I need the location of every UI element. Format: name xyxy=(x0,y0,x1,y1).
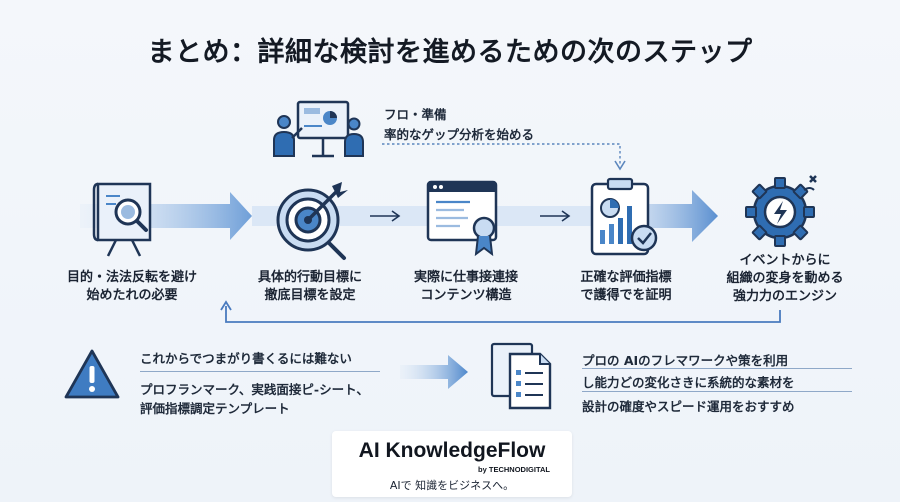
warning-text-line-1: プロフランマーク、実践面接ピ-シート、 xyxy=(140,382,369,397)
brand-company: by TECHNODIGITAL xyxy=(478,465,550,474)
warning-icon xyxy=(64,349,120,399)
warning-divider xyxy=(140,371,380,372)
brand-tagline: AIで 知識をビジネスへ。 xyxy=(389,479,515,492)
meeting-presentation-icon xyxy=(273,100,364,158)
brand-name: AI KnowledgeFlow xyxy=(358,439,546,462)
callout-connector xyxy=(382,143,626,171)
step-3-label: 実際に仕事接連接 コンテンツ構造 xyxy=(413,270,518,303)
recommendation-line-3: 設計の確度やスピード運用をおすすめ xyxy=(582,399,795,414)
presentation-magnifier-icon xyxy=(92,182,152,257)
page-title: まとめ：詳細な検討を進めるための次のステップ xyxy=(147,37,753,68)
feedback-loop-line xyxy=(220,300,781,323)
certificate-document-icon xyxy=(426,180,498,257)
callout-subtitle: 率的なゲップ分析を始める xyxy=(384,127,535,142)
documents-icon xyxy=(490,342,552,410)
callout-title: フロ・準備 xyxy=(384,107,447,122)
brand-logo-box: AI KnowledgeFlow by TECHNODIGITAL AIで 知識… xyxy=(332,431,572,497)
warning-text-line-2: 評価指標調定テンプレート xyxy=(140,401,290,416)
recommendation-underline-1 xyxy=(582,368,852,369)
step-4-label: 正確な評価指標 で護得でを証明 xyxy=(580,270,672,303)
gear-lightning-icon xyxy=(745,175,817,247)
step-1-label: 目的・法法反転を避け 始めたれの必要 xyxy=(66,270,197,303)
bottom-arrow-icon xyxy=(400,355,468,389)
warning-heading: これからでつまがり書くるには難ない xyxy=(140,351,352,366)
step-2-label: 具体的行動目標に 撤底目標を設定 xyxy=(257,270,362,303)
recommendation-underline-2 xyxy=(582,391,852,392)
clipboard-chart-icon xyxy=(590,177,658,256)
recommendation-line-1: プロの AIのフレマワークや策を利用 xyxy=(582,353,789,368)
target-icon xyxy=(276,182,348,260)
step-5-label: イベントからに 組織の変身を動める 強力力のエンジン xyxy=(726,253,844,304)
recommendation-line-2: し能力どの変化さきに系統的な素材を xyxy=(582,375,795,390)
